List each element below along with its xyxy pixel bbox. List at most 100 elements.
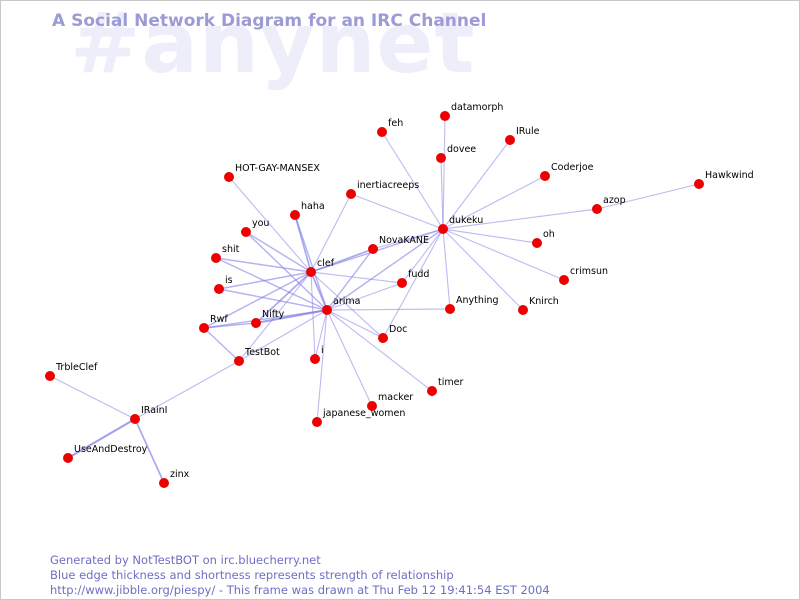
node-crimsun: crimsun <box>559 266 608 285</box>
edge-azop-hawkwind <box>596 183 700 210</box>
node-dot <box>251 318 261 328</box>
node-label: IRule <box>516 126 540 137</box>
node-label: TestBot <box>244 347 280 358</box>
edge-arima-doc <box>326 309 384 339</box>
node-testbot: TestBot <box>234 347 280 366</box>
edge-rwf-testbot <box>203 327 240 362</box>
edge-dukeku-datamorph <box>442 115 446 230</box>
node-dot <box>368 244 378 254</box>
footer-legend-note: Blue edge thickness and shortness repres… <box>50 568 454 582</box>
edges-layer <box>49 115 700 484</box>
node-label: UseAndDestroy <box>74 444 148 455</box>
node-label: Knirch <box>529 296 559 307</box>
node-label: crimsun <box>570 266 608 277</box>
node-label: Rwf <box>210 314 228 325</box>
node-label: Coderjoe <box>551 162 594 173</box>
node-dot <box>214 284 224 294</box>
edge-dukeku-arima <box>326 228 444 311</box>
node-label: i <box>321 345 324 356</box>
node-dot <box>211 253 221 263</box>
node-rwf: Rwf <box>199 314 228 333</box>
edge-arima-testbot <box>238 309 328 362</box>
node-i: i <box>310 345 324 364</box>
node-haha: haha <box>290 201 325 220</box>
node-dot <box>199 323 209 333</box>
edge-testbot-iraini <box>134 360 240 420</box>
node-irule: IRule <box>505 126 540 145</box>
node-timer: timer <box>427 377 463 396</box>
edge-dukeku-anything <box>442 228 451 310</box>
edge-iraini-zinx <box>134 418 165 484</box>
node-label: oh <box>543 229 555 240</box>
node-arima: arima <box>322 296 360 315</box>
edge-clef-you <box>245 231 312 273</box>
node-label: japanese_women <box>322 408 405 419</box>
node-fudd: fudd <box>397 269 429 288</box>
node-label: clef <box>317 258 335 269</box>
node-dot <box>322 305 332 315</box>
edge-arima-novakane <box>326 248 374 311</box>
node-clef: clef <box>306 258 335 277</box>
node-label: TrbleClef <box>55 362 98 373</box>
node-dot <box>159 478 169 488</box>
node-knirch: Knirch <box>518 296 559 315</box>
node-oh: oh <box>532 229 555 248</box>
node-nifty: Nifty <box>251 309 285 328</box>
edge-arima-i <box>314 309 328 360</box>
node-label: fudd <box>408 269 429 280</box>
edge-dukeku-irule <box>442 139 511 230</box>
node-is: is <box>214 275 233 294</box>
node-label: Doc <box>389 324 407 335</box>
channel-watermark: #anynet <box>70 0 476 92</box>
node-dot <box>312 417 322 427</box>
node-dot <box>45 371 55 381</box>
node-novakane: NovaKANE <box>368 235 429 254</box>
node-useanddestroy: UseAndDestroy <box>63 444 148 463</box>
node-dot <box>540 171 550 181</box>
edge-dukeku-inertiacreeps <box>350 193 444 230</box>
node-dot <box>559 275 569 285</box>
nodes-layer: datamorphfehIRuledoveeCoderjoeHOT-GAY-MA… <box>45 102 754 488</box>
node-azop: azop <box>592 195 626 214</box>
node-label: timer <box>438 377 463 388</box>
edge-arima-japanese-women <box>316 309 328 423</box>
edge-clef-nifty <box>255 271 312 324</box>
node-label: feh <box>388 118 403 129</box>
node-label: dukeku <box>449 215 483 226</box>
edge-dukeku-coderjoe <box>442 175 546 230</box>
node-dot <box>436 153 446 163</box>
node-dot <box>445 304 455 314</box>
node-hawkwind: Hawkwind <box>694 170 754 189</box>
node-dot <box>241 227 251 237</box>
edge-iraini-trbleclef <box>49 375 136 420</box>
edge-clef-testbot <box>238 271 312 362</box>
node-coderjoe: Coderjoe <box>540 162 594 181</box>
node-anything: Anything <box>445 295 499 314</box>
edge-clef-rwf <box>203 271 312 329</box>
node-dot <box>438 224 448 234</box>
node-label: IRainI <box>141 405 167 416</box>
node-label: macker <box>378 392 413 403</box>
node-dot <box>592 204 602 214</box>
edge-dukeku-fudd <box>401 228 444 284</box>
node-dot <box>130 414 140 424</box>
node-label: arima <box>333 296 360 307</box>
node-doc: Doc <box>378 324 407 343</box>
node-label: NovaKANE <box>379 235 429 246</box>
node-dot <box>346 189 356 199</box>
node-dot <box>377 127 387 137</box>
node-dot <box>378 333 388 343</box>
edge-arima-shit <box>215 257 328 311</box>
node-label: you <box>252 218 269 229</box>
node-dot <box>505 135 515 145</box>
node-dot <box>224 172 234 182</box>
node-dukeku: dukeku <box>438 215 483 234</box>
node-label: zinx <box>170 469 190 480</box>
edge-dukeku-azop <box>442 208 598 230</box>
edge-arima-macker <box>326 309 373 407</box>
node-label: is <box>225 275 233 286</box>
node-dot <box>367 401 377 411</box>
edge-arima-timer <box>326 309 433 392</box>
node-dot <box>440 111 450 121</box>
